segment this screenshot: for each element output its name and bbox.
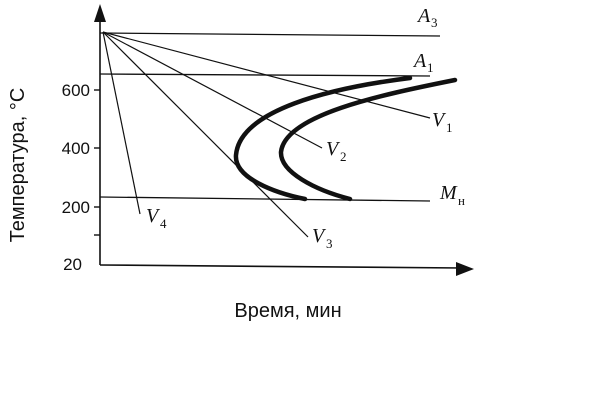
label-v2: V 2 bbox=[326, 138, 347, 164]
svg-text:M: M bbox=[439, 182, 458, 204]
mn-line bbox=[99, 196, 431, 202]
transformation-end-curve bbox=[278, 77, 458, 202]
critical-lines bbox=[99, 32, 441, 202]
svg-text:н: н bbox=[458, 193, 465, 208]
svg-text:V: V bbox=[312, 225, 327, 247]
y-tick-label-400: 400 bbox=[62, 139, 90, 158]
x-axis-arrow bbox=[456, 262, 474, 276]
c-curves bbox=[233, 75, 458, 202]
svg-text:V: V bbox=[432, 109, 447, 131]
transformation-start-curve bbox=[233, 75, 413, 202]
svg-text:1: 1 bbox=[446, 120, 453, 135]
svg-text:V: V bbox=[146, 205, 161, 227]
cooling-line-v2 bbox=[102, 31, 323, 149]
y-ticks bbox=[94, 89, 100, 236]
y-tick-label-20: 20 bbox=[63, 255, 82, 274]
y-tick-label-600: 600 bbox=[62, 81, 90, 100]
axes bbox=[99, 14, 463, 269]
label-a3: A 3 bbox=[416, 5, 438, 30]
label-mn: M н bbox=[439, 182, 465, 208]
cooling-lines bbox=[102, 31, 431, 238]
svg-text:3: 3 bbox=[326, 236, 333, 251]
label-a1: A 1 bbox=[412, 50, 434, 75]
y-axis-arrow bbox=[94, 4, 106, 22]
label-v3: V 3 bbox=[312, 225, 333, 251]
label-v1: V 1 bbox=[432, 109, 453, 135]
svg-text:V: V bbox=[326, 138, 341, 160]
svg-text:A: A bbox=[416, 5, 431, 27]
cooling-line-v1 bbox=[102, 31, 431, 119]
svg-text:4: 4 bbox=[160, 216, 167, 231]
y-axis-title: Температура, °C bbox=[7, 88, 29, 243]
svg-text:2: 2 bbox=[340, 149, 347, 164]
x-axis-line bbox=[99, 264, 463, 269]
y-tick-label-200: 200 bbox=[62, 198, 90, 217]
svg-text:A: A bbox=[412, 50, 427, 72]
svg-text:1: 1 bbox=[427, 60, 434, 75]
label-v4: V 4 bbox=[146, 205, 167, 231]
cooling-line-v3 bbox=[102, 31, 309, 238]
svg-text:3: 3 bbox=[431, 15, 438, 30]
cooling-line-v4 bbox=[102, 31, 141, 215]
x-axis-title: Время, мин bbox=[234, 300, 341, 322]
a3-line bbox=[99, 32, 441, 37]
